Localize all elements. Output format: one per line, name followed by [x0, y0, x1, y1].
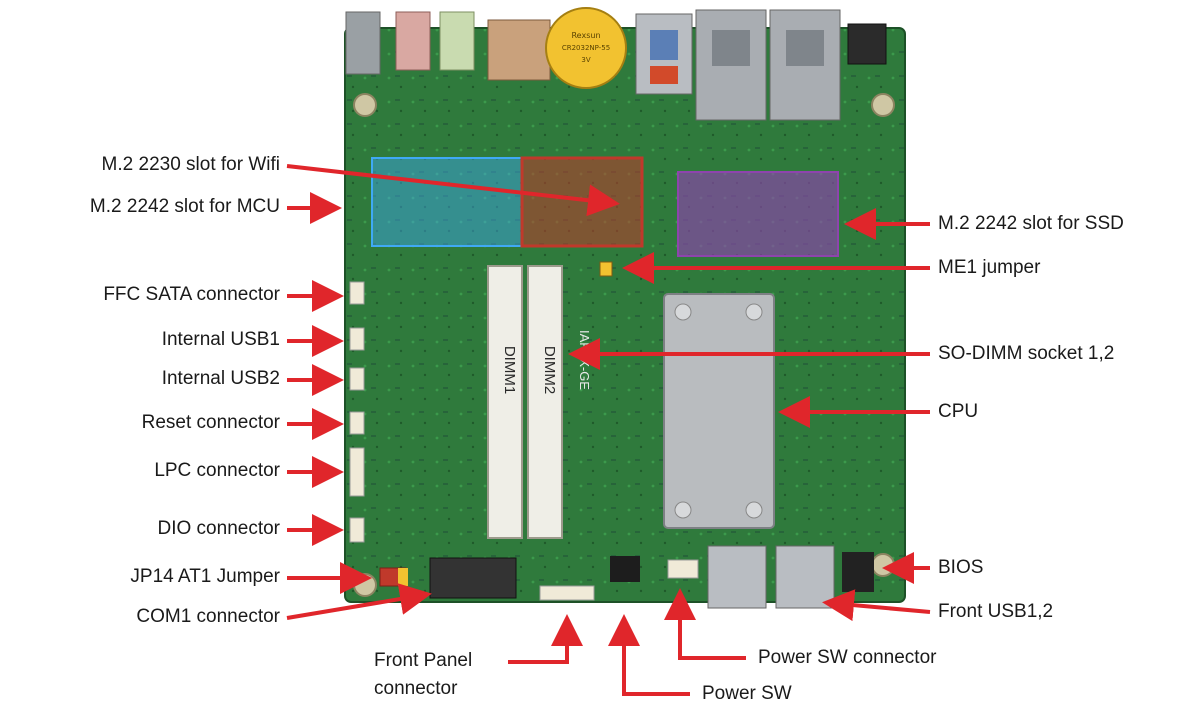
m2-wifi-slot — [520, 156, 644, 248]
front-panel-conn — [539, 585, 595, 601]
dimm2-socket — [527, 265, 563, 539]
usb3-port-insert — [650, 30, 678, 60]
label-jp14: JP14 AT1 Jumper — [130, 566, 280, 587]
front-usb1 — [707, 545, 767, 609]
mounting-hole — [871, 553, 895, 577]
battery-text-2: CR2032NP-55 — [562, 44, 610, 52]
label-front-usb: Front USB1,2 — [938, 601, 1054, 622]
arrow-front-usb — [822, 589, 931, 622]
label-m2-ssd: M.2 2242 slot for SSD — [938, 213, 1124, 234]
rear-io: Rexsun CR2032NP-55 3V — [345, 7, 887, 121]
label-power-sw-connector: Power SW connector — [758, 647, 937, 668]
label-front-panel-line1: Front Panel — [374, 650, 473, 671]
arrow-m2-wifi — [286, 164, 620, 217]
dio-conn — [349, 517, 365, 543]
arrow-front-panel — [508, 614, 583, 664]
m2-ssd-slot — [677, 171, 839, 257]
so-dimm-sockets: DIMM1 DIMM2 IAPLX-GE — [487, 265, 592, 539]
jp14-jumper-cap — [398, 568, 408, 586]
label-so-dimm: SO-DIMM socket 1,2 — [938, 343, 1115, 364]
dc-jack — [847, 23, 887, 65]
label-lpc: LPC connector — [154, 460, 280, 481]
audio-jack-pink — [395, 11, 431, 71]
label-m2-mcu: M.2 2242 slot for MCU — [89, 196, 280, 217]
audio-jack-green — [439, 11, 475, 71]
dimm2-label: DIMM2 — [541, 346, 558, 394]
usb-port-red — [650, 66, 678, 84]
board-brand: IAPLX-GE — [577, 330, 592, 390]
me1-jumper — [599, 261, 613, 277]
ffc-sata-conn — [349, 281, 365, 305]
battery-text-3: 3V — [581, 56, 590, 64]
arrow-com1 — [286, 583, 432, 620]
label-me1: ME1 jumper — [938, 257, 1041, 278]
label-ffc-sata: FFC SATA connector — [103, 284, 280, 305]
label-dio: DIO connector — [157, 518, 281, 539]
lpc-conn — [349, 447, 365, 497]
lan-port-2-opening — [786, 30, 824, 66]
power-sw — [610, 556, 640, 582]
label-m2-wifi: M.2 2230 slot for Wifi — [101, 154, 280, 175]
lan-port-1-opening — [712, 30, 750, 66]
audio-block — [345, 11, 381, 75]
mounting-hole — [353, 93, 377, 117]
dimm1-label: DIMM1 — [501, 346, 518, 394]
label-internal-usb2: Internal USB2 — [161, 368, 280, 389]
mounting-hole — [871, 93, 895, 117]
callout-arrows — [286, 164, 931, 696]
label-reset: Reset connector — [141, 412, 280, 433]
com1-conn — [429, 557, 517, 599]
heatsink-body — [663, 293, 775, 529]
m2-slots — [371, 156, 839, 257]
label-internal-usb1: Internal USB1 — [161, 329, 280, 350]
usb1-conn — [349, 327, 365, 351]
heatsink-screw — [745, 303, 763, 321]
front-usb2 — [775, 545, 835, 609]
usb2-conn — [349, 367, 365, 391]
label-bios: BIOS — [938, 557, 984, 578]
heatsink-screw — [674, 303, 692, 321]
m2-mcu-slot — [371, 157, 523, 247]
label-com1: COM1 connector — [136, 606, 280, 627]
label-power-sw: Power SW — [702, 683, 792, 704]
reset-conn — [349, 411, 365, 435]
heatsink-screw — [745, 501, 763, 519]
label-front-panel-line2: connector — [374, 678, 458, 699]
left-connectors — [349, 281, 517, 599]
cpu-heatsink — [663, 293, 775, 529]
connector-block — [487, 19, 551, 81]
battery-text-1: Rexsun — [571, 31, 600, 40]
heatsink-screw — [674, 501, 692, 519]
bios-chip — [842, 552, 874, 592]
cmos-battery — [545, 7, 627, 89]
arrow-power-sw — [608, 614, 690, 696]
label-cpu: CPU — [938, 401, 979, 422]
dimm1-socket — [487, 265, 523, 539]
power-sw-conn — [667, 559, 699, 579]
arrow-power-sw-conn — [664, 588, 746, 660]
